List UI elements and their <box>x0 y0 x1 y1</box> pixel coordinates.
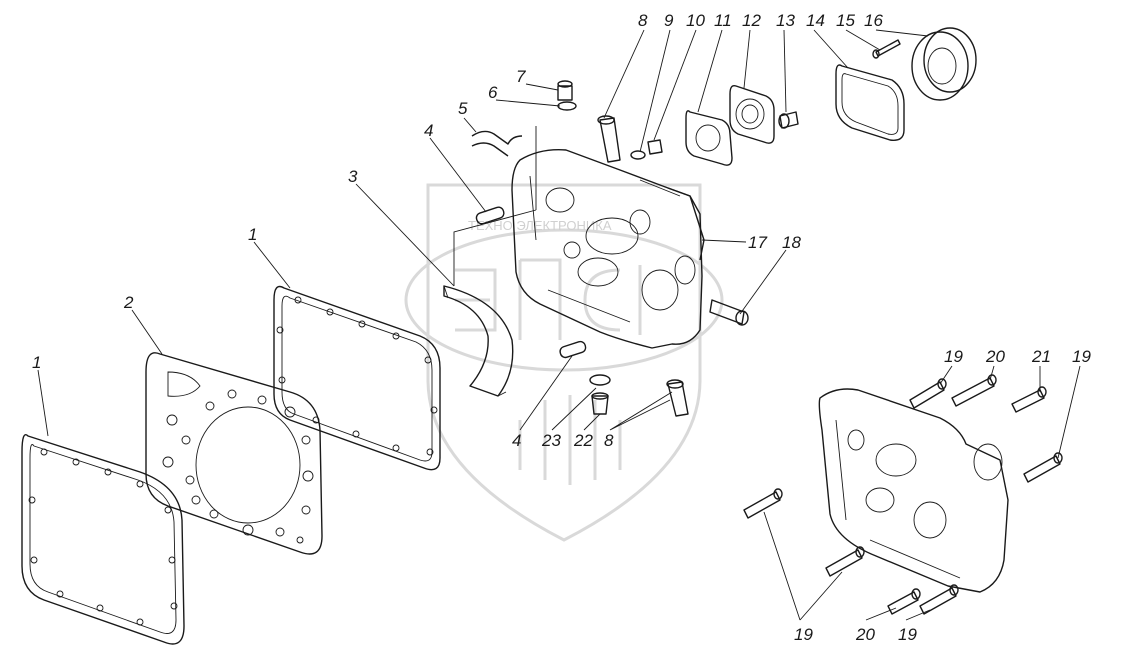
callout-label: 12 <box>742 11 761 30</box>
square-gasket-part-11 <box>685 110 733 166</box>
callout-label: 19 <box>1072 347 1091 366</box>
gasket-left-part-1 <box>21 434 185 645</box>
callout-label: 9 <box>664 11 674 30</box>
stud-lower-part-8 <box>666 379 689 417</box>
callout-label: 6 <box>488 83 498 102</box>
callout-label: 22 <box>573 431 593 450</box>
flange-part-12 <box>729 84 775 144</box>
plug-part-10 <box>647 139 663 155</box>
callout-label: 8 <box>638 11 648 30</box>
callout-label: 19 <box>794 625 813 644</box>
washer-part-23 <box>589 374 611 386</box>
callout-label: 3 <box>348 167 358 186</box>
dowel-pin-upper-part-4 <box>475 206 505 225</box>
callout-label: 23 <box>541 431 561 450</box>
screw-part-15 <box>872 39 901 59</box>
stud-upper-part-8 <box>597 115 621 163</box>
callout-label: 1 <box>32 353 41 372</box>
gasket-right-part-1 <box>273 285 441 471</box>
callout-label: 1 <box>248 225 257 244</box>
callout-label: 4 <box>424 121 433 140</box>
bolt-part-19-e <box>919 584 959 615</box>
callout-label: 15 <box>836 11 855 30</box>
bolt-part-20-b <box>887 588 921 615</box>
callout-label: 19 <box>944 347 963 366</box>
washer-part-6 <box>557 101 577 111</box>
callout-label: 16 <box>864 11 883 30</box>
half-ring-part-3 <box>443 285 514 397</box>
callout-label: 18 <box>782 233 801 252</box>
assembled-housing-lower-right <box>818 388 1009 593</box>
bolt-part-19-c <box>743 488 783 519</box>
leader-lines <box>37 29 1081 621</box>
bolt-part-19-b <box>1023 452 1063 483</box>
watermark-logo: ТЕХНО ЭЛЕКТРОНИКА <box>404 183 724 542</box>
callout-label: 20 <box>985 347 1005 366</box>
watermark-text: ТЕХНО ЭЛЕКТРОНИКА <box>468 218 612 233</box>
plug-part-7 <box>557 80 573 101</box>
callout-label: 2 <box>123 293 134 312</box>
bolt-part-20-a <box>951 374 997 407</box>
washer-part-9 <box>630 150 646 160</box>
callout-label: 17 <box>748 233 767 252</box>
callout-label: 14 <box>806 11 825 30</box>
callout-label: 8 <box>604 431 614 450</box>
callout-labels: 1 2 1 3 4 5 6 7 8 9 10 11 12 13 14 15 16… <box>32 11 1091 644</box>
callout-label: 19 <box>898 625 917 644</box>
bolt-part-13 <box>778 111 799 129</box>
cover-gasket-part-14 <box>835 64 905 141</box>
main-housing-cover-part-17 <box>511 149 705 349</box>
callout-label: 21 <box>1031 347 1051 366</box>
callout-label: 4 <box>512 431 521 450</box>
callout-label: 20 <box>855 625 875 644</box>
callout-label: 5 <box>458 99 468 118</box>
pipe-part-5 <box>471 130 523 157</box>
bolt-part-19-d <box>825 546 865 577</box>
bolt-part-19-a <box>909 378 947 409</box>
callout-label: 7 <box>516 67 526 86</box>
dowel-pin-lower-part-4 <box>559 340 587 359</box>
plug-part-22 <box>591 392 609 415</box>
callout-label: 13 <box>776 11 795 30</box>
bearing-part-16 <box>911 27 977 101</box>
callout-label: 10 <box>686 11 705 30</box>
bolt-part-21 <box>1011 386 1047 413</box>
callout-label: 11 <box>714 11 732 30</box>
intermediate-plate-part-2 <box>145 352 323 555</box>
